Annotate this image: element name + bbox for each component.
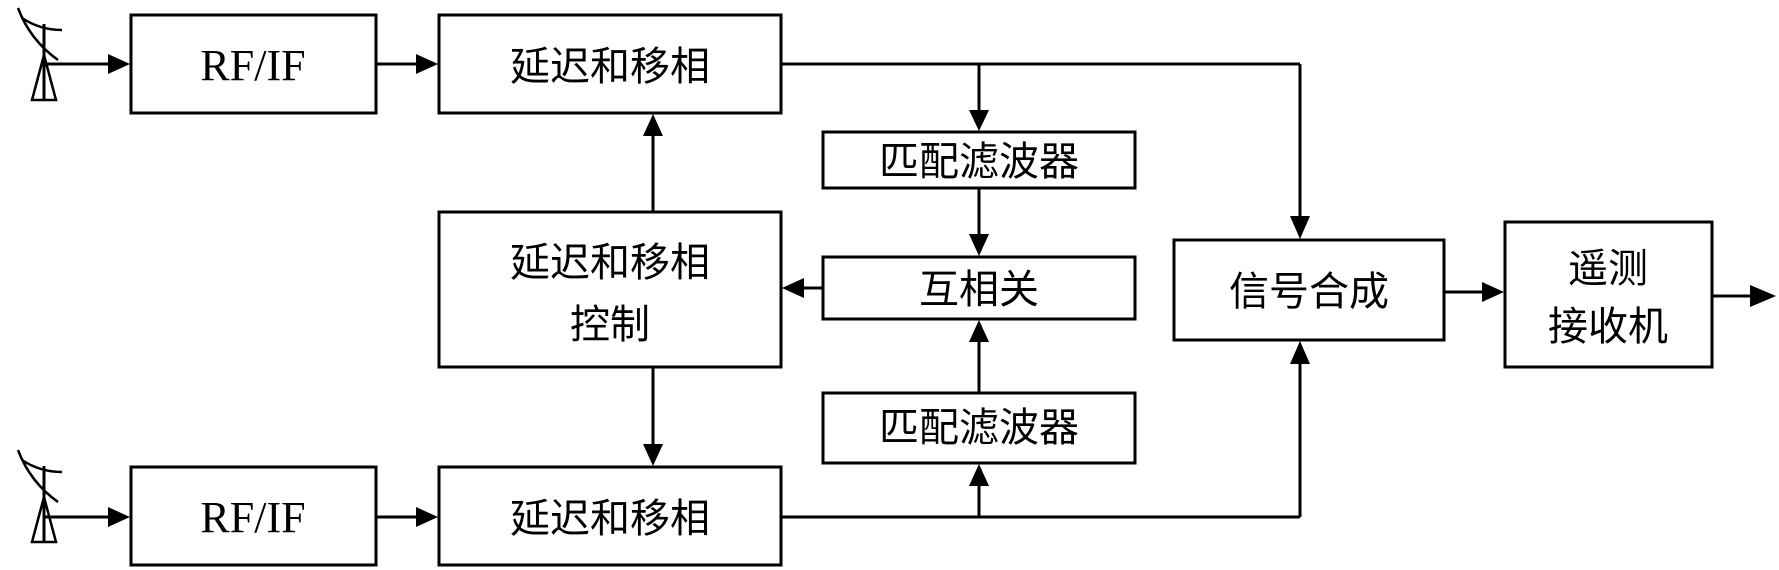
rf-if-bottom-block: RF/IF [129,465,378,567]
matched-filter-top-block: 匹配滤波器 [821,130,1137,190]
delay-phase-bottom-label: 延迟和移相 [510,496,710,542]
rf-if-bottom-label: RF/IF [200,493,305,542]
delay-phase-bottom-block: 延迟和移相 [437,465,783,567]
antenna-bottom-icon [16,449,130,544]
matched-filter-bottom-label: 匹配滤波器 [879,405,1079,451]
telemetry-receiver-block: 遥测 接收机 [1503,220,1714,369]
cross-correlation-block: 互相关 [821,255,1137,321]
cross-correlation-label: 互相关 [919,267,1039,313]
matched-filter-top-label: 匹配滤波器 [879,139,1079,185]
antenna-top-icon [16,7,130,102]
delay-phase-top-block: 延迟和移相 [437,13,783,115]
telemetry-receiver-label-line2: 接收机 [1548,304,1668,350]
signal-combining-label: 信号合成 [1229,269,1389,315]
delay-phase-control-label-line1: 延迟和移相 [510,240,710,286]
rf-if-top-block: RF/IF [129,13,378,115]
delay-phase-top-label: 延迟和移相 [510,44,710,90]
rf-if-top-label: RF/IF [200,41,305,90]
signal-combining-block: 信号合成 [1172,238,1446,342]
connections [376,54,1776,527]
delay-phase-control-block: 延迟和移相 控制 [437,210,783,369]
delay-phase-control-label-line2: 控制 [570,302,650,348]
matched-filter-bottom-block: 匹配滤波器 [821,391,1137,465]
telemetry-receiver-label-line1: 遥测 [1568,246,1648,292]
